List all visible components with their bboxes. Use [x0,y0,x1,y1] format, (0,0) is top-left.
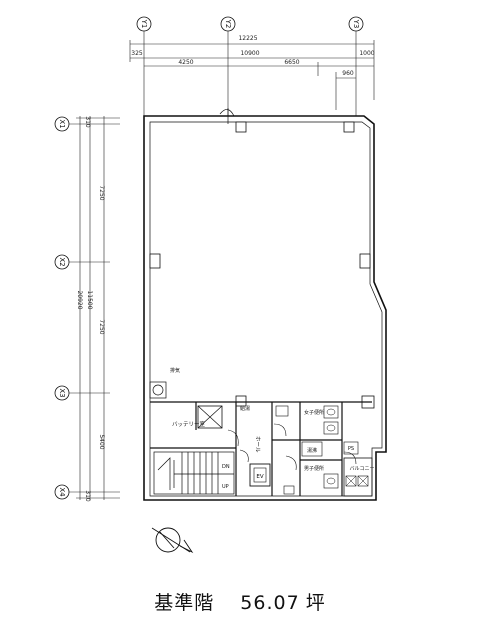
columns [149,121,375,409]
north-arrow-icon [151,527,194,554]
svg-text:310: 310 [84,490,91,502]
left-dimensions: 310 7250 20920 11500 7250 5400 310 [69,116,120,502]
grid-bubble-y3: Y3 [348,16,364,32]
top-openings [176,108,235,124]
svg-text:湯沸: 湯沸 [307,447,317,454]
svg-text:Y2: Y2 [224,19,232,29]
svg-text:5400: 5400 [98,434,105,449]
svg-text:バッテリー室: バッテリー室 [172,420,206,428]
svg-text:給湯: 給湯 [240,405,250,412]
balcony: バルコニー [343,457,375,497]
svg-text:バルコニー: バルコニー [350,466,375,472]
svg-text:7250: 7250 [98,185,105,200]
core-doors [227,423,357,471]
svg-text:男子便所: 男子便所 [304,465,324,472]
svg-text:6650: 6650 [284,59,299,66]
svg-text:1000: 1000 [359,50,374,57]
washroom: 湯沸 [301,441,323,457]
grid-bubble-x1: X1 [54,116,70,132]
svg-text:女子便所: 女子便所 [304,409,324,416]
grid-bubble-x4: X4 [54,484,70,500]
grid-row-markers: X1 X2 X3 X4 [54,116,70,500]
grid-bubble-x3: X3 [54,385,70,401]
grid-column-markers: Y1 Y2 Y3 [136,16,364,32]
svg-text:4250: 4250 [178,59,193,66]
svg-text:UP: UP [222,484,229,490]
floor-name: 基準階 [154,592,215,614]
stair-treads [181,452,219,494]
pipe-space: PS [343,441,359,455]
svg-text:Y3: Y3 [352,19,360,29]
svg-text:PS: PS [348,446,354,452]
hall-area: ホール 給湯 [240,405,261,453]
floor-area: 56.07 [240,592,300,614]
svg-text:20920: 20920 [76,290,83,309]
svg-text:ホール: ホール [254,436,261,453]
svg-text:排気: 排気 [170,367,180,374]
elevator: EV [249,463,271,487]
mens-wc: 男子便所 [283,465,339,495]
svg-text:325: 325 [131,50,143,57]
grid-bubble-x2: X2 [54,254,70,270]
svg-text:X3: X3 [58,388,66,397]
top-dimensions: 12225 325 10900 1000 4250 6650 960 [129,31,375,116]
svg-text:11500: 11500 [86,290,93,309]
grid-bubble-y2: Y2 [220,16,236,32]
svg-text:X4: X4 [58,487,66,497]
svg-text:310: 310 [84,116,91,128]
exhaust-unit: 排気 [149,367,180,399]
svg-text:10900: 10900 [240,50,259,57]
battery-room: バッテリー室 [172,405,223,429]
svg-text:EV: EV [256,474,263,480]
floor-plan: Y1 Y2 Y3 12225 325 10900 1000 4250 6650 … [54,16,387,554]
svg-text:960: 960 [342,70,354,77]
svg-text:DN: DN [222,464,230,470]
outer-walls [143,115,387,501]
svg-text:Y1: Y1 [140,19,148,29]
area-unit: 坪 [305,592,326,614]
womens-wc: 女子便所 [275,405,339,435]
core-walls [150,401,372,496]
svg-text:12225: 12225 [238,35,257,42]
svg-text:7250: 7250 [98,319,105,334]
svg-text:X1: X1 [58,119,66,128]
stairwell: DN UP [153,451,235,495]
svg-text:X2: X2 [58,257,66,266]
grid-bubble-y1: Y1 [136,16,152,32]
